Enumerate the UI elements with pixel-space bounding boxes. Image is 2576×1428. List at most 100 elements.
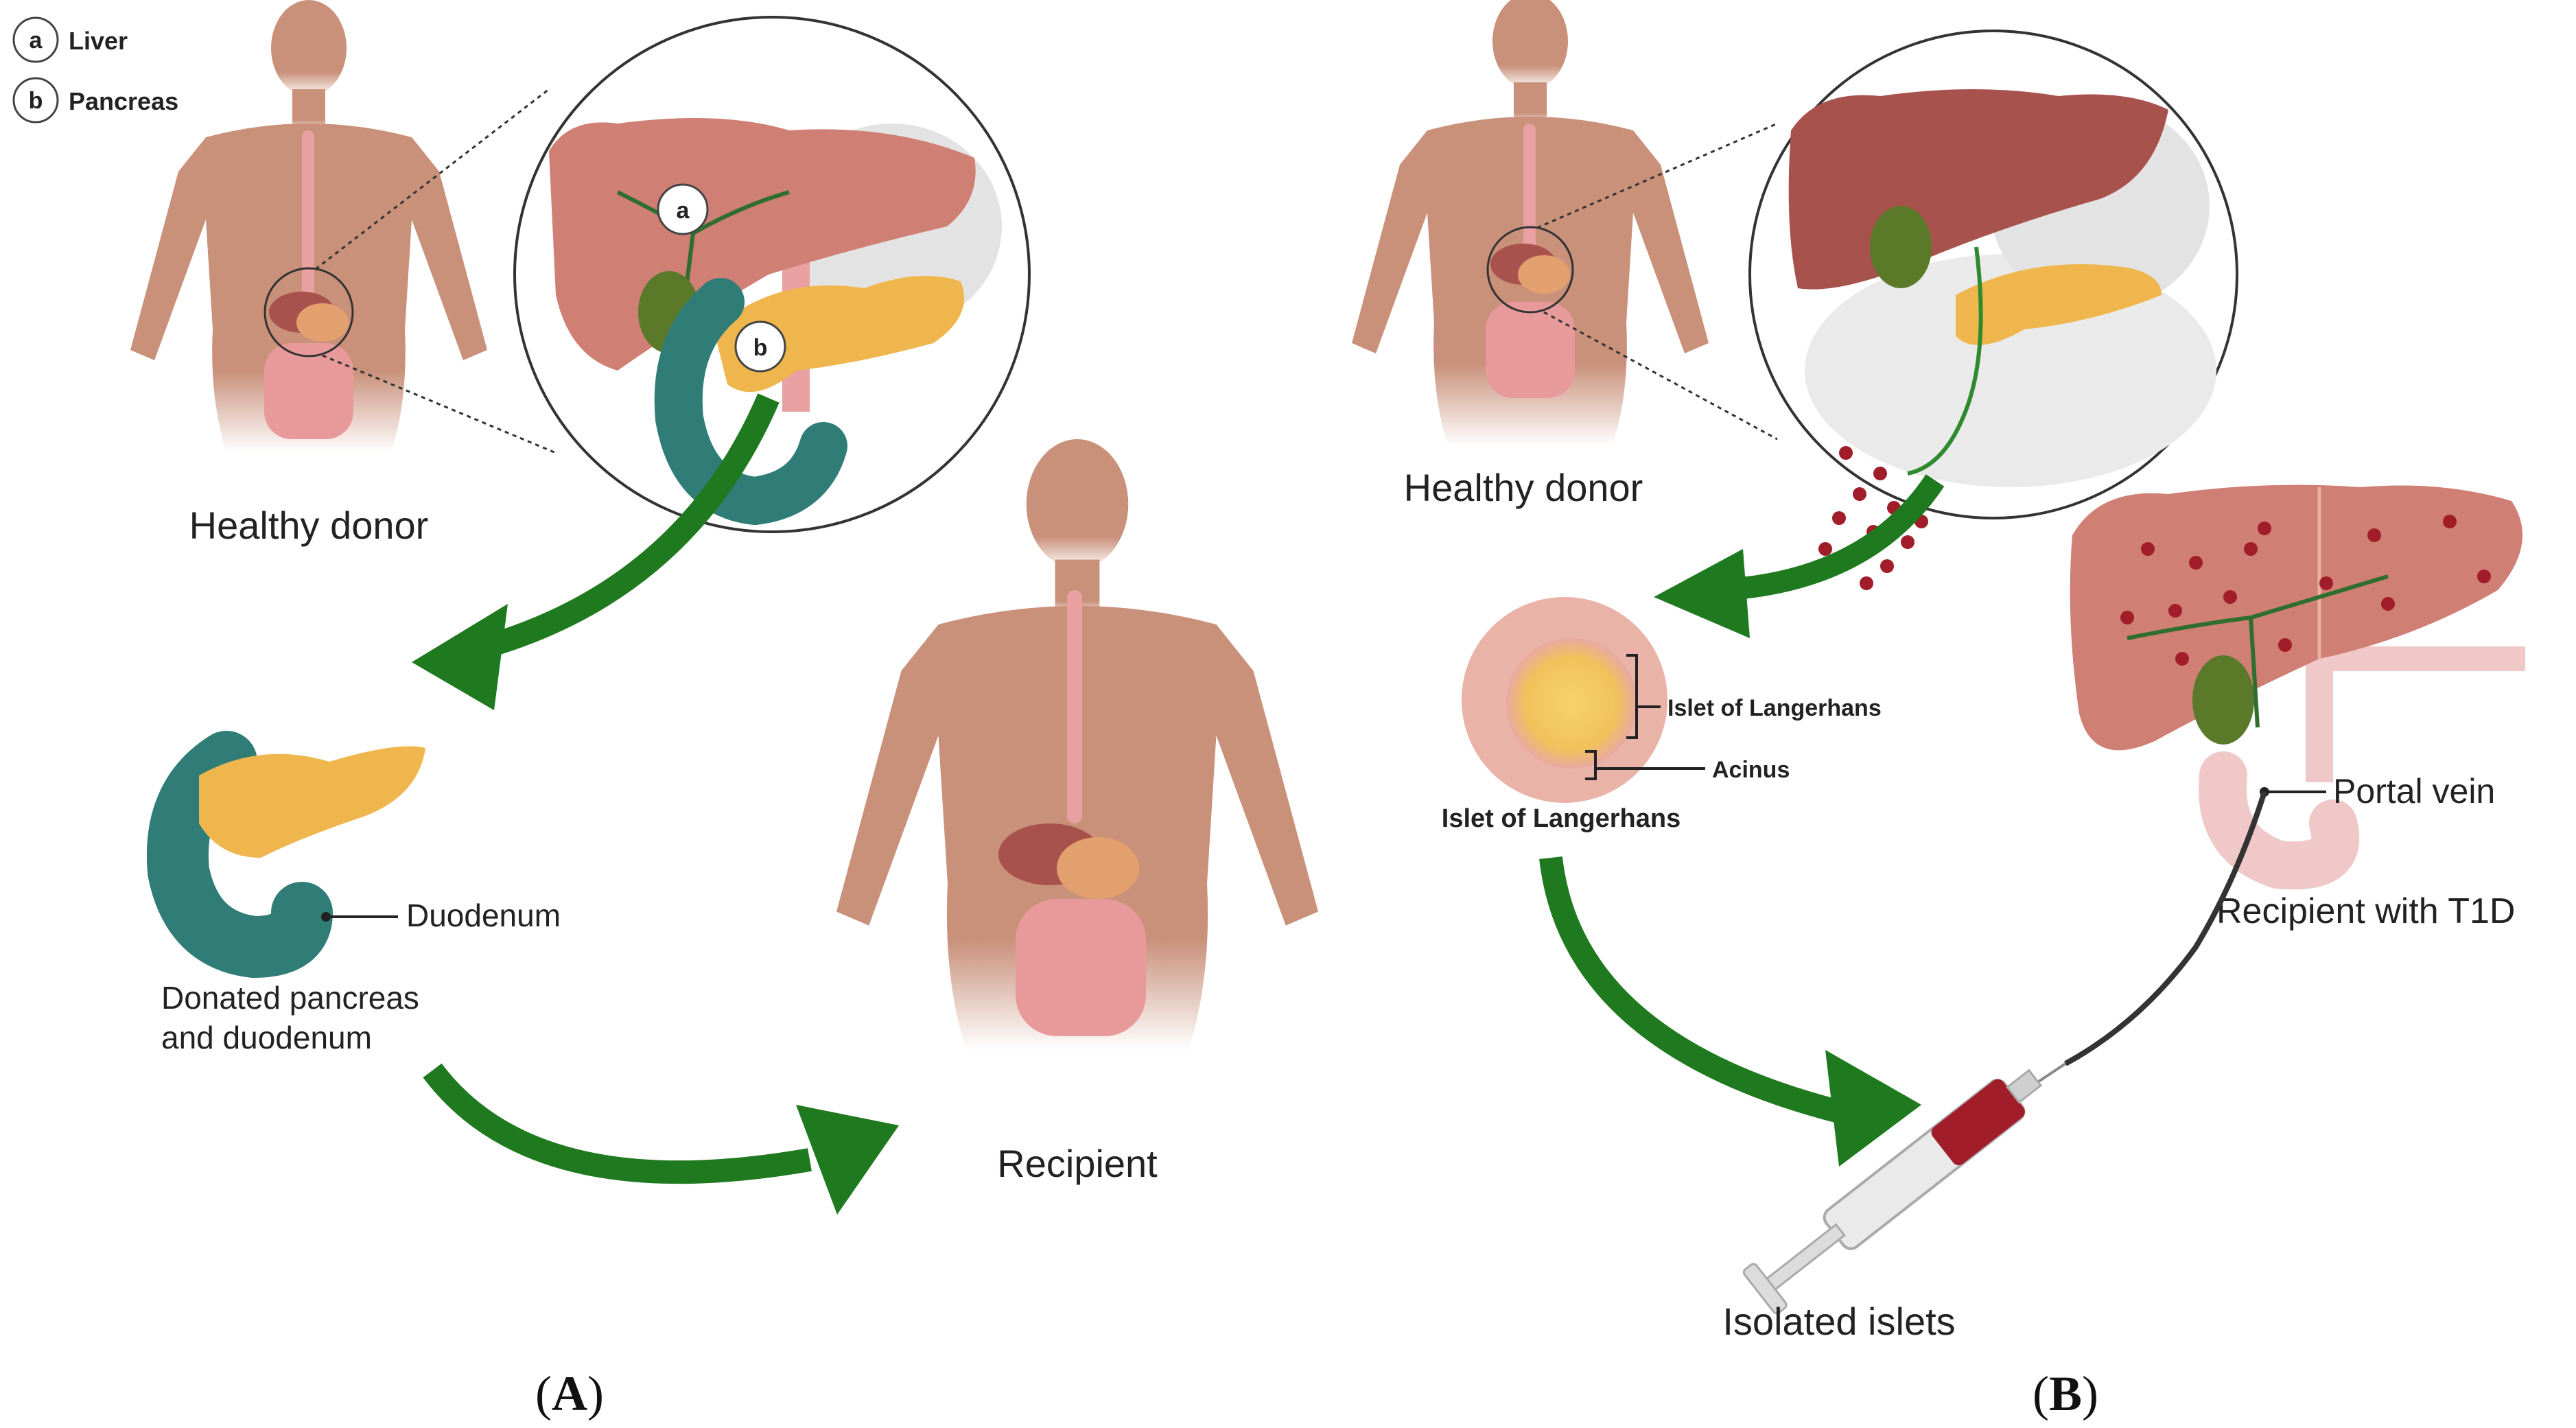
zoom-line-bottom bbox=[322, 354, 557, 454]
legend-letter: a bbox=[30, 27, 43, 54]
islet-callout-label: Islet of Langerhans bbox=[1667, 695, 1882, 721]
islet-dot bbox=[1880, 559, 1894, 573]
gallbladder-shape-b bbox=[1870, 206, 1932, 288]
legend-letter-badge bbox=[12, 16, 59, 63]
islet-dot bbox=[1839, 446, 1853, 460]
engrafted-islet-dot bbox=[2244, 542, 2258, 556]
organ-zoom-view: a b bbox=[513, 16, 1031, 533]
recipient-esophagus-shape bbox=[1067, 590, 1082, 823]
zoom-circle-small-b bbox=[1486, 226, 1574, 314]
duodenum-leader-dot bbox=[321, 912, 331, 922]
marker-a-badge bbox=[657, 183, 709, 235]
islet-dot bbox=[1873, 467, 1887, 480]
engrafted-islet-dot bbox=[2223, 590, 2237, 604]
legend-label: Liver bbox=[69, 27, 128, 55]
islet-core-shape bbox=[1506, 638, 1637, 769]
engrafted-islet-dot bbox=[2477, 570, 2491, 583]
islet-dot bbox=[1901, 535, 1915, 549]
recipient-duct-shape bbox=[2127, 574, 2389, 728]
islet-dot bbox=[1832, 511, 1846, 525]
islet-dot bbox=[1860, 576, 1873, 590]
legend-label: Pancreas bbox=[69, 87, 178, 115]
arrow-to-recipient bbox=[423, 1063, 812, 1184]
islet-caption: Islet of Langerhans bbox=[1442, 804, 1681, 833]
engrafted-islet-dot bbox=[2168, 604, 2182, 618]
recipient-gallbladder-shape bbox=[2192, 655, 2254, 745]
engrafted-islet-dot bbox=[2367, 528, 2381, 542]
recipient-liver-illustration bbox=[2070, 484, 2525, 890]
acinus-callout-label: Acinus bbox=[1712, 757, 1790, 783]
syringe-plunger bbox=[1764, 1223, 1847, 1292]
legend-letter: b bbox=[29, 88, 43, 114]
arrow-to-islet bbox=[1715, 474, 1945, 601]
marker-b-letter: b bbox=[753, 335, 768, 361]
acinus-bracket bbox=[1585, 750, 1597, 780]
duodenum-label: Duodenum bbox=[406, 898, 561, 933]
islet-illustration bbox=[1462, 597, 1705, 803]
recipient-body-illustration bbox=[836, 439, 1318, 1051]
engrafted-islet-dot bbox=[2381, 597, 2395, 611]
legend-letter-badge bbox=[12, 77, 59, 124]
engrafted-islet-dot bbox=[2175, 652, 2189, 666]
organ-zoom-view-b bbox=[1748, 30, 2238, 519]
donor-stomach-shape bbox=[296, 303, 349, 342]
arrow-to-syringe bbox=[1539, 856, 1842, 1123]
donor-body-illustration bbox=[130, 0, 487, 453]
panel-a-letter: A bbox=[552, 1366, 587, 1421]
donated-duodenum-shape bbox=[146, 731, 333, 979]
islet-dot bbox=[1853, 487, 1866, 501]
engrafted-islet-dot bbox=[2443, 515, 2457, 528]
engrafted-islet-dot bbox=[2258, 522, 2271, 535]
syringe-islet-content bbox=[1931, 1079, 2025, 1166]
engrafted-islet-dot bbox=[2141, 542, 2155, 556]
donor-body-illustration-b bbox=[1352, 0, 1709, 446]
donor-stomach-shape-b bbox=[1518, 255, 1570, 294]
syringe-illustration bbox=[1742, 1068, 2043, 1315]
engrafted-islet-dot bbox=[2278, 638, 2292, 652]
arrow-to-donated bbox=[477, 393, 780, 660]
donor-intestine-shape bbox=[264, 343, 353, 439]
engrafted-islet-dot bbox=[2189, 556, 2203, 570]
zoom-line-bottom-b bbox=[1543, 311, 1778, 441]
engrafted-islet-dot bbox=[2120, 611, 2134, 624]
panel-a: a b Healthy donor Duodenum Donated pancr… bbox=[130, 0, 1318, 1421]
islet-release-path bbox=[1907, 246, 1983, 476]
donated-pancreas-shape bbox=[199, 746, 425, 858]
arrow-head-syringe bbox=[1825, 1050, 1921, 1167]
catheter-tube bbox=[2064, 791, 2267, 1066]
donor-label: Healthy donor bbox=[189, 504, 429, 547]
portal-vein-shape bbox=[2199, 751, 2360, 890]
legend-item-pancreas: b Pancreas bbox=[12, 77, 178, 124]
marker-b-badge bbox=[734, 320, 786, 373]
panel-a-label: (A) bbox=[535, 1366, 604, 1421]
legend: a Liver b Pancreas bbox=[12, 16, 178, 124]
islet-dot bbox=[1818, 542, 1832, 556]
panel-b-label: (B) bbox=[2033, 1366, 2098, 1421]
recipient-intestine-shape bbox=[1016, 899, 1146, 1036]
arrow-head-islet bbox=[1654, 549, 1750, 638]
esophagus-shape bbox=[302, 130, 314, 295]
intestine-background-shape bbox=[1805, 254, 2216, 487]
portal-vein-label: Portal vein bbox=[2333, 772, 2495, 810]
recipient-label: Recipient bbox=[997, 1142, 1158, 1185]
engrafted-islet-dot bbox=[2319, 576, 2333, 590]
donor-label-b: Healthy donor bbox=[1404, 466, 1643, 509]
recipient-liver-shape-b bbox=[2070, 484, 2522, 751]
pancreas-shape-b bbox=[1956, 264, 2162, 345]
zoom-circle-small bbox=[264, 267, 354, 358]
panel-b: Healthy donor Islet of bbox=[1352, 0, 2525, 1421]
islet-bracket bbox=[1626, 654, 1638, 739]
marker-a-letter: a bbox=[677, 198, 690, 224]
syringe-hub bbox=[2006, 1068, 2043, 1104]
legend-item-liver: a Liver bbox=[12, 16, 128, 63]
syringe-thumb-rest bbox=[1742, 1263, 1788, 1315]
recipient-stomach-shape bbox=[1057, 837, 1139, 899]
donor-intestine-shape-b bbox=[1486, 302, 1575, 398]
donated-label-line2: and duodenum bbox=[161, 1020, 372, 1055]
donated-label-line1: Donated pancreas bbox=[161, 980, 419, 1016]
arrow-head-recipient bbox=[796, 1105, 899, 1215]
zoom-line-top-b bbox=[1536, 122, 1778, 229]
donated-pancreas-illustration bbox=[146, 731, 425, 979]
isolated-islets-label: Isolated islets bbox=[1722, 1300, 1955, 1343]
